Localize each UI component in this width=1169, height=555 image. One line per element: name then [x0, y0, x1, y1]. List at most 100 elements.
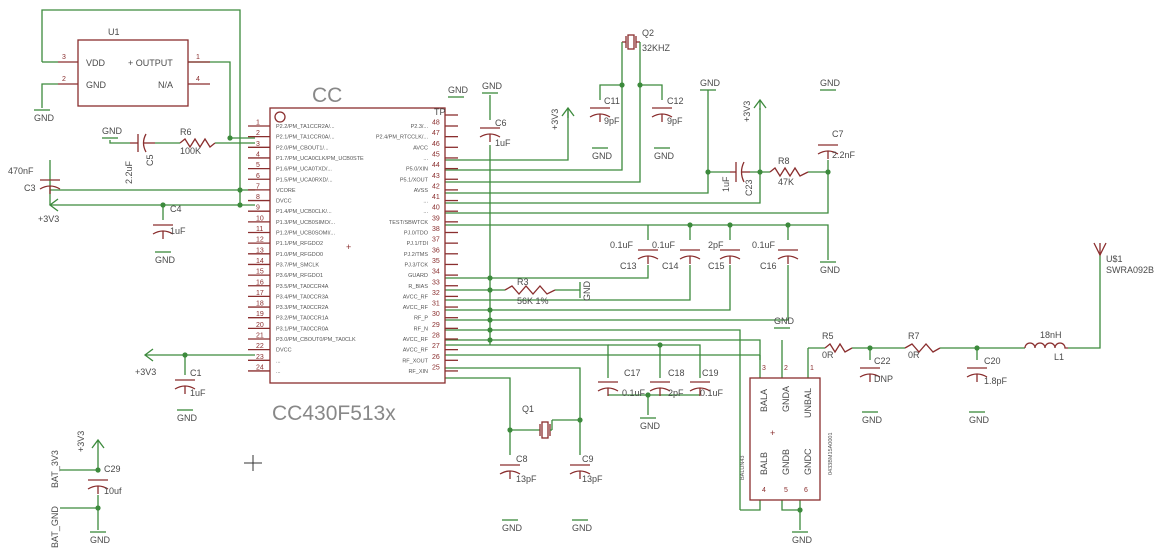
ground-symbol: GND: [34, 109, 55, 123]
c19-name: C19: [702, 368, 719, 378]
q1-name: Q1: [522, 404, 534, 414]
chip-pin-label: TEST/SBWTCK: [389, 220, 428, 226]
chip-pin-5: 5P1.6/PM_UCA0TXD/...: [248, 162, 332, 173]
ground-label: GND: [582, 281, 592, 302]
chip-pin-4: 4P1.7/PM_UCA0CLK/PM_UCB0STE: [248, 151, 364, 162]
chip-pin-number: 40: [432, 205, 440, 212]
bat-gnd-label: BAT_GND: [50, 506, 60, 548]
chip-pin-number: 45: [432, 151, 440, 158]
chip-pin-24: 24...: [248, 364, 281, 375]
supply-label: +3V3: [135, 367, 156, 377]
c13-name: C13: [620, 261, 637, 271]
balun-n3: 3: [762, 365, 766, 372]
ground-label: GND: [792, 535, 813, 545]
c5-name: C5: [145, 154, 155, 166]
ground-symbol: GND: [820, 261, 841, 275]
q2-crystal: Q2 32KHZ: [621, 28, 671, 53]
chip-pin-number: 13: [256, 247, 264, 254]
chip-pin-number: 8: [256, 194, 260, 201]
chip-pin-label: ...: [423, 156, 428, 162]
balun-pin-gnda: GNDA: [781, 386, 791, 412]
chip-pin-number: 30: [432, 311, 440, 318]
ground-symbol: GND: [654, 147, 675, 161]
ground-label: GND: [448, 85, 469, 95]
c29-value: 10uf: [104, 486, 122, 496]
c9-name: C9: [582, 454, 594, 464]
chip-pin-label: PJ.0/TDO: [404, 231, 429, 237]
chip-pin-label: PJ.1/TDI: [407, 241, 429, 247]
c20-value: 1.8pF: [984, 376, 1008, 386]
q2-name: Q2: [642, 28, 654, 38]
ground-label: GND: [177, 413, 198, 423]
ground-symbol: GND: [579, 281, 592, 302]
balun-n5: 5: [784, 487, 788, 494]
chip-pin-number: 47: [432, 130, 440, 137]
r6-name: R6: [180, 127, 192, 137]
ground-label: GND: [572, 523, 593, 533]
ground-symbol: GND: [572, 519, 593, 533]
c17-name: C17: [624, 368, 641, 378]
c5-value: 2.2uF: [124, 160, 134, 184]
chip-part: CC430F513x: [272, 402, 396, 425]
chip-pin-label: P1.5/PM_UCA0RXD/...: [276, 177, 333, 183]
u1-pin-vdd: VDD: [86, 58, 106, 68]
chip-pin-number: 39: [432, 215, 440, 222]
chip-pin-47: 47P2.4/PM_RTCCLK/...: [376, 130, 458, 141]
cc430-chip: CC CC430F513x + 1P2.2/PM_TA1CCR2A/...2P2…: [248, 84, 458, 425]
chip-pin-number: 7: [256, 183, 260, 190]
chip-pin-number: 24: [256, 364, 264, 371]
r7-name: R7: [908, 331, 920, 341]
r8-name: R8: [778, 156, 790, 166]
c6-name: C6: [495, 118, 507, 128]
r6-value: 100K: [180, 146, 201, 156]
c22-name: C22: [874, 356, 891, 366]
chip-name: CC: [312, 84, 342, 107]
chip-pin-1: 1P2.2/PM_TA1CCR2A/...: [248, 120, 335, 130]
chip-pin-label: RF_N: [414, 326, 428, 332]
chip-pin-number: 22: [256, 343, 264, 350]
chip-pin-label: P2.4/PM_RTCCLK/...: [376, 135, 429, 141]
chip-pin-number: 15: [256, 269, 264, 276]
chip-pin-10: 10P1.3/PM_UCB0SIMO/...: [248, 215, 335, 226]
ground-symbol: GND: [482, 81, 503, 94]
chip-pin-number: 2: [256, 130, 260, 137]
ground-symbol: GND: [177, 409, 198, 423]
u1-pin4: 4: [196, 76, 200, 83]
ground-label: GND: [592, 151, 613, 161]
chip-pin-number: 43: [432, 173, 440, 180]
chip-pin-number: 32: [432, 290, 440, 297]
c15-value: 2pF: [708, 240, 724, 250]
ground-symbol: GND: [592, 147, 613, 161]
chip-pin-label: P1.4/PM_UCB0CLK/...: [276, 209, 332, 215]
chip-pin-label: DVCC: [276, 348, 292, 354]
u1-label: U1: [108, 27, 120, 37]
chip-pin-label: R_BIAS: [408, 284, 428, 290]
balun-pin-bala: BALA: [759, 389, 769, 412]
ground-label: GND: [774, 316, 795, 326]
ground-symbol: GND: [502, 519, 523, 533]
chip-pin-number: 4: [256, 151, 260, 158]
c23-value: 1uF: [721, 176, 731, 192]
ground-label: GND: [155, 255, 176, 265]
